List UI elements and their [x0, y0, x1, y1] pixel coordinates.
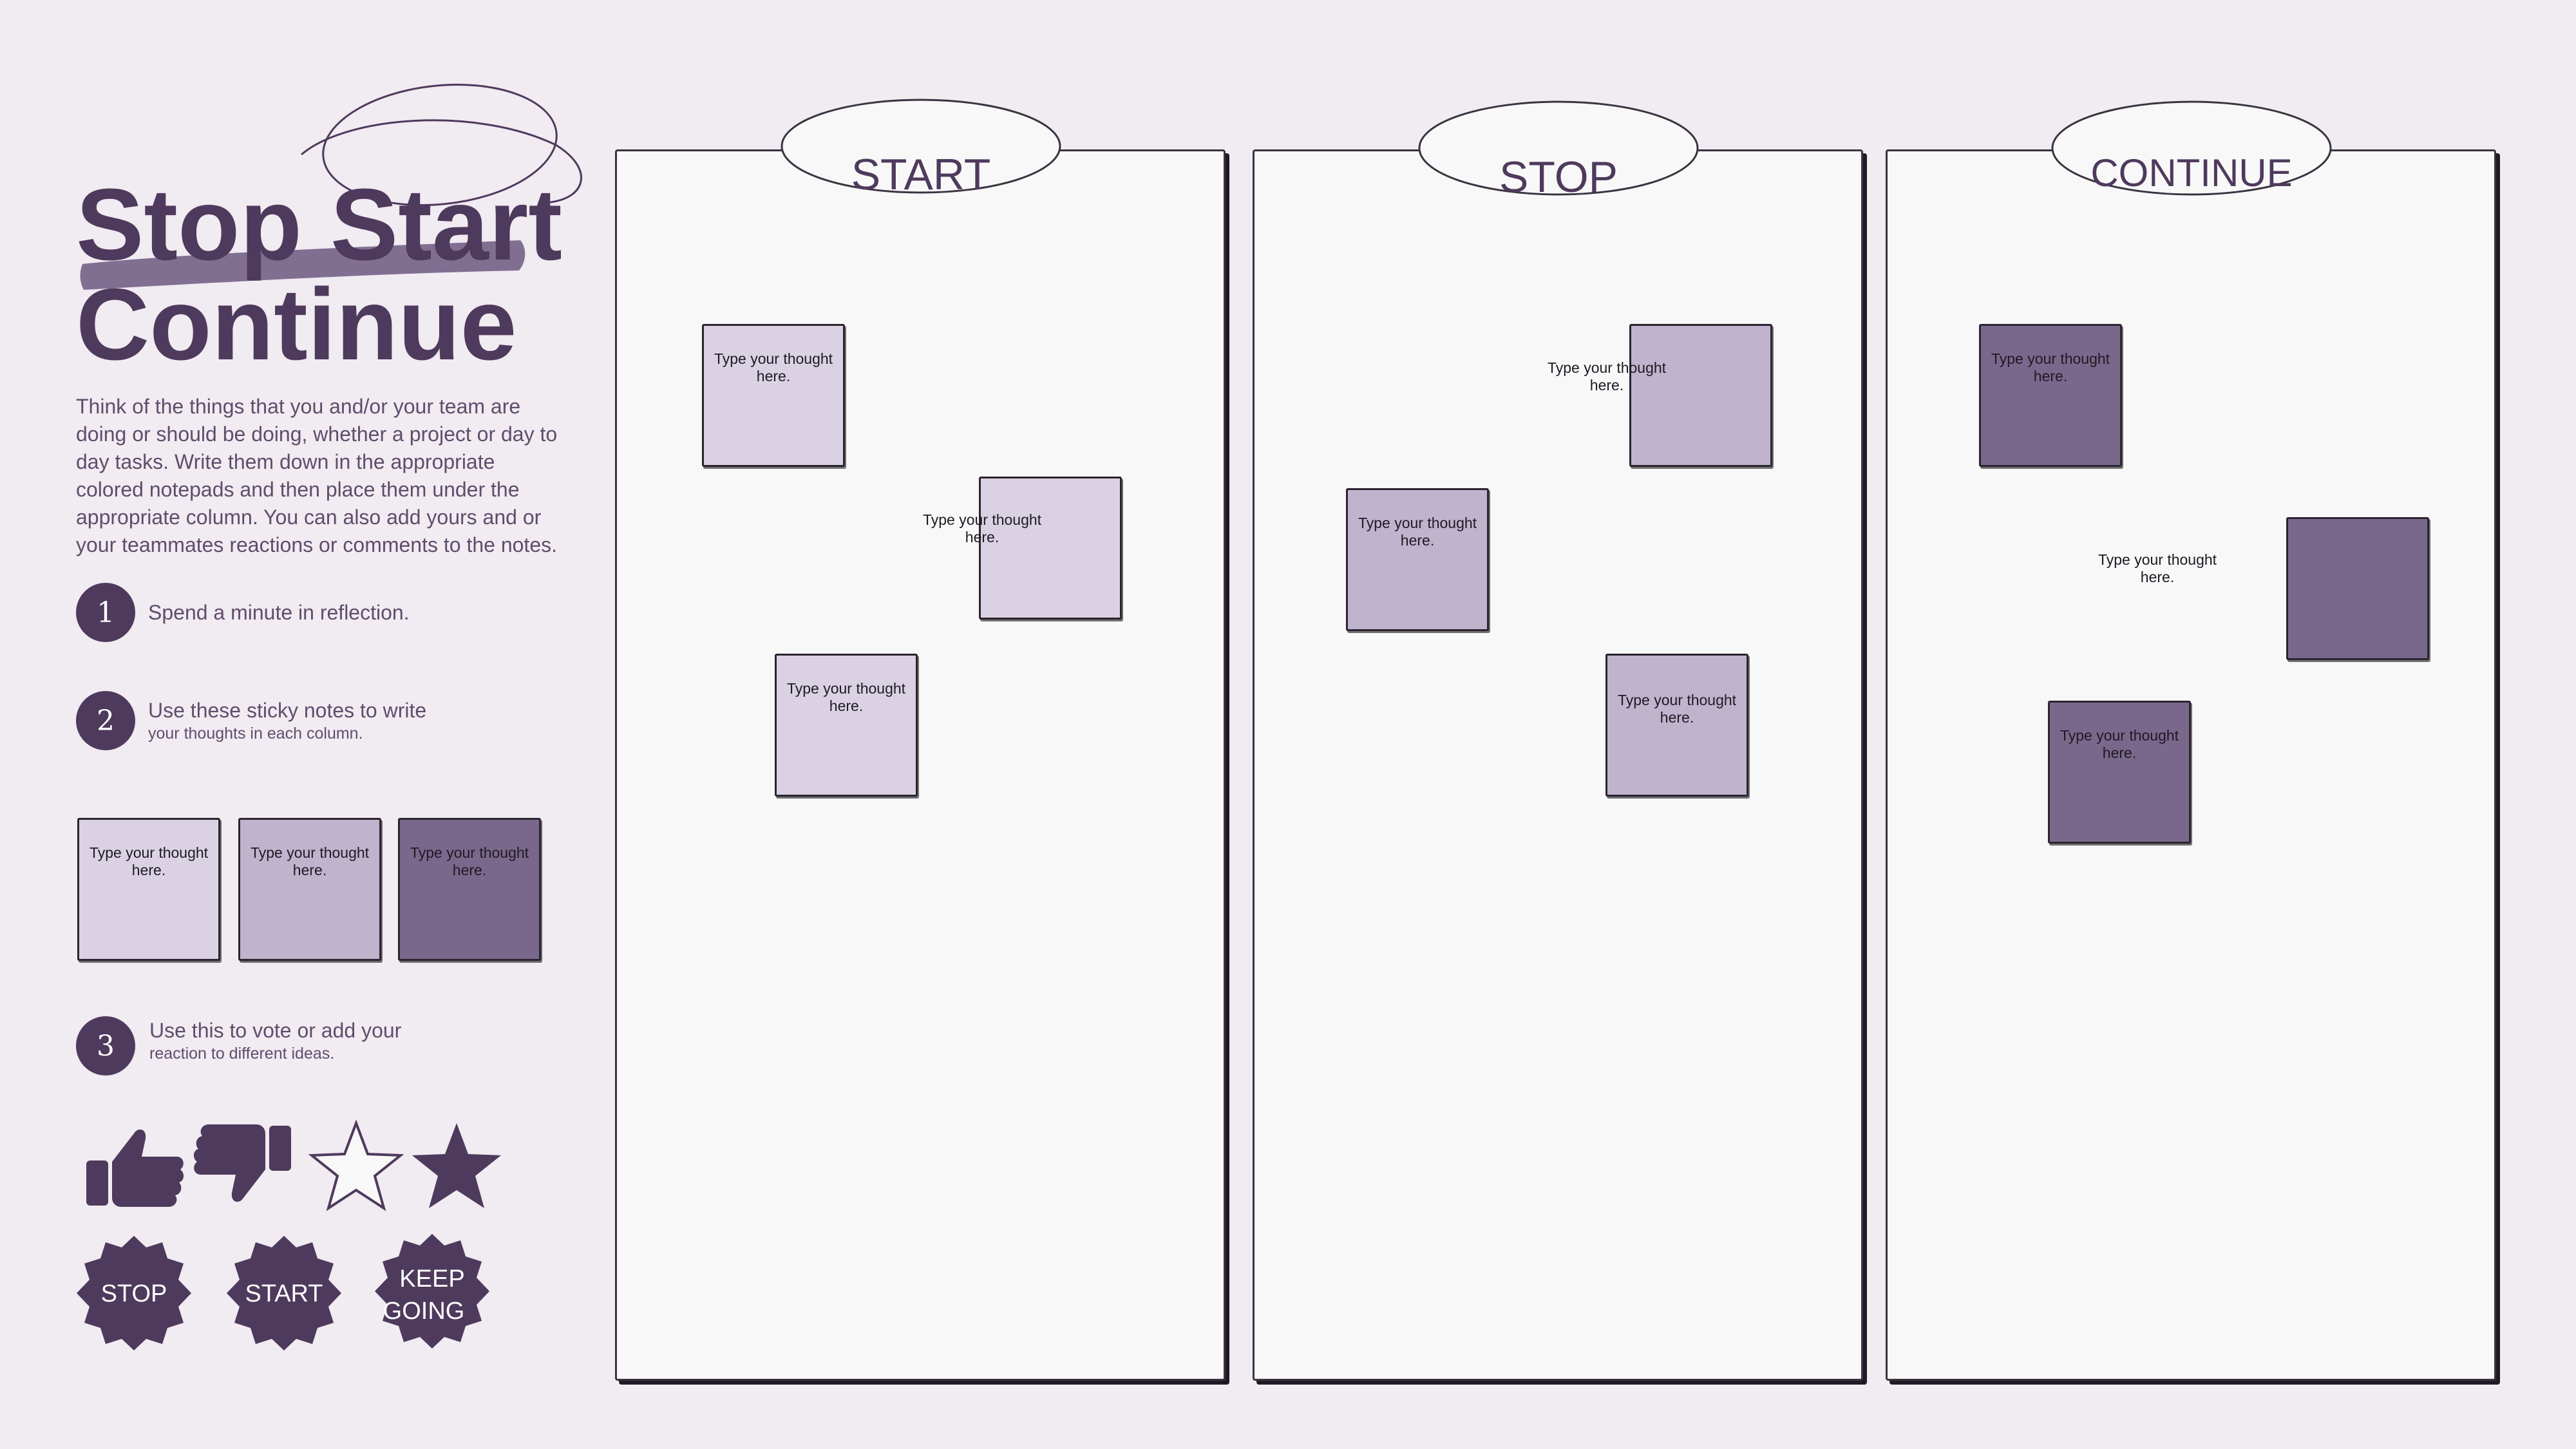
sticky-note[interactable]: Type your thought here.	[2048, 701, 2191, 844]
stop-badge-label: STOP	[101, 1280, 167, 1307]
step-1-text: Spend a minute in reflection.	[148, 601, 410, 624]
title-line-2: Continue	[76, 268, 517, 381]
step-3-subtext: reaction to different ideas.	[149, 1045, 335, 1063]
keep-going-badge[interactable]: KEEP GOING	[372, 1231, 492, 1351]
column-start-header: START	[851, 150, 991, 199]
sticky-note[interactable]: Type your thought here.	[1979, 324, 2122, 467]
column-continue-header: CONTINUE	[2090, 151, 2293, 194]
column-stop-header: STOP	[1499, 153, 1618, 202]
step-3-text: Use this to vote or add your	[149, 1019, 402, 1042]
star-filled-icon[interactable]	[408, 1119, 505, 1213]
sticky-note-text[interactable]: Type your thought here.	[2098, 551, 2217, 585]
palette-note-mid[interactable]: Type your thought here.	[238, 818, 381, 961]
sticky-note[interactable]	[1629, 324, 1772, 467]
thumbs-down-icon[interactable]	[192, 1121, 295, 1211]
thumbs-up-icon[interactable]	[82, 1121, 185, 1211]
column-continue[interactable]	[1886, 149, 2496, 1381]
column-start-header-oval	[781, 99, 1061, 194]
sticky-note[interactable]: Type your thought here.	[775, 654, 918, 797]
column-stop-header-oval	[1418, 100, 1699, 196]
palette-note-light[interactable]: Type your thought here.	[77, 818, 220, 961]
sticky-note-blank[interactable]	[2286, 517, 2429, 660]
star-outline-icon[interactable]	[308, 1119, 404, 1213]
step-1-badge: 1	[76, 583, 135, 642]
step-2-text: Use these sticky notes to write	[148, 699, 427, 722]
start-badge[interactable]: START	[224, 1233, 344, 1353]
sticky-note-text[interactable]: Type your thought here.	[922, 511, 1042, 545]
title-highlight-decoration	[80, 84, 582, 290]
sticky-note[interactable]: Type your thought here.	[1346, 488, 1489, 631]
step-3-badge: 3	[76, 1016, 135, 1075]
page-title: Stop Start Continue	[76, 84, 582, 381]
keep-going-badge-line1: KEEP	[399, 1265, 464, 1293]
sticky-note[interactable]: Type your thought here.	[1605, 654, 1748, 797]
step-2-badge: 2	[76, 691, 135, 750]
instructions-text: Think of the things that you and/or your…	[76, 395, 558, 556]
palette-note-dark[interactable]: Type your thought here.	[398, 818, 541, 961]
sticky-note[interactable]: Type your thought here.	[702, 324, 845, 467]
title-line-1: Stop Start	[76, 168, 562, 281]
keep-going-badge-line2: GOING	[383, 1298, 465, 1325]
column-continue-header-oval	[2051, 100, 2332, 196]
start-badge-label: START	[245, 1280, 323, 1307]
sticky-note[interactable]	[979, 477, 1122, 620]
stop-badge[interactable]: STOP	[74, 1233, 194, 1353]
step-2-subtext: your thoughts in each column.	[148, 724, 363, 743]
sticky-note-text[interactable]: Type your thought here.	[1547, 359, 1667, 393]
